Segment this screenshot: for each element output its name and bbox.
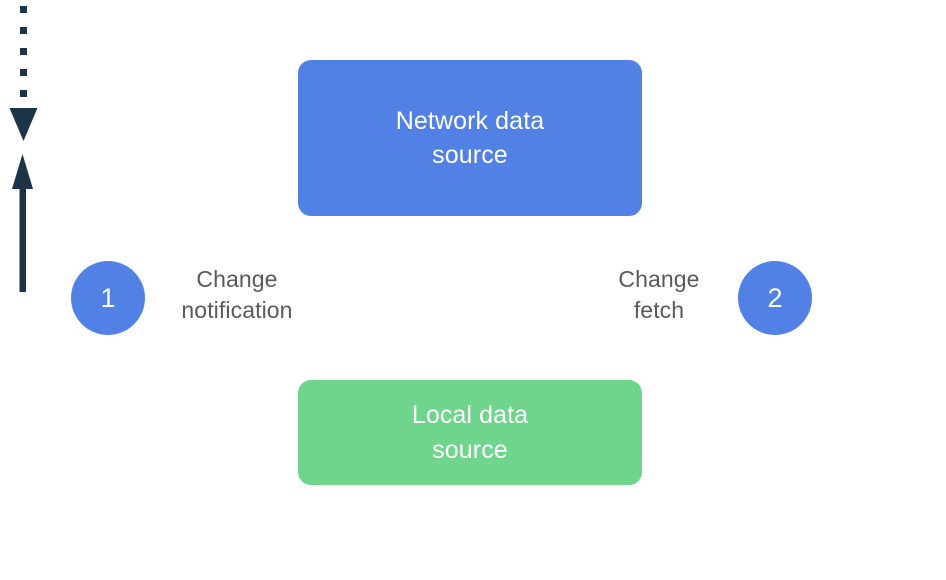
arrow-change-fetch: [0, 148, 46, 296]
step-badge-1[interactable]: 1: [71, 261, 145, 335]
arrow-change-notification-icon: [9, 6, 38, 141]
arrow-change-notification: [0, 0, 46, 148]
edge-label-change-notification: Change notification: [181, 266, 293, 324]
arrow-change-fetch-icon: [12, 154, 33, 292]
edge-label-change-fetch: Change fetch: [618, 266, 700, 324]
step-badge-2-number: 2: [767, 282, 783, 313]
node-local-data-source[interactable]: Local data source: [298, 380, 642, 485]
node-local-data-source-label: Local data source: [411, 401, 529, 464]
node-network-data-source[interactable]: Network data source: [298, 60, 642, 216]
step-badge-1-number: 1: [100, 282, 116, 313]
node-network-data-source-label: Network data source: [395, 106, 545, 170]
step-badge-2[interactable]: 2: [738, 261, 812, 335]
